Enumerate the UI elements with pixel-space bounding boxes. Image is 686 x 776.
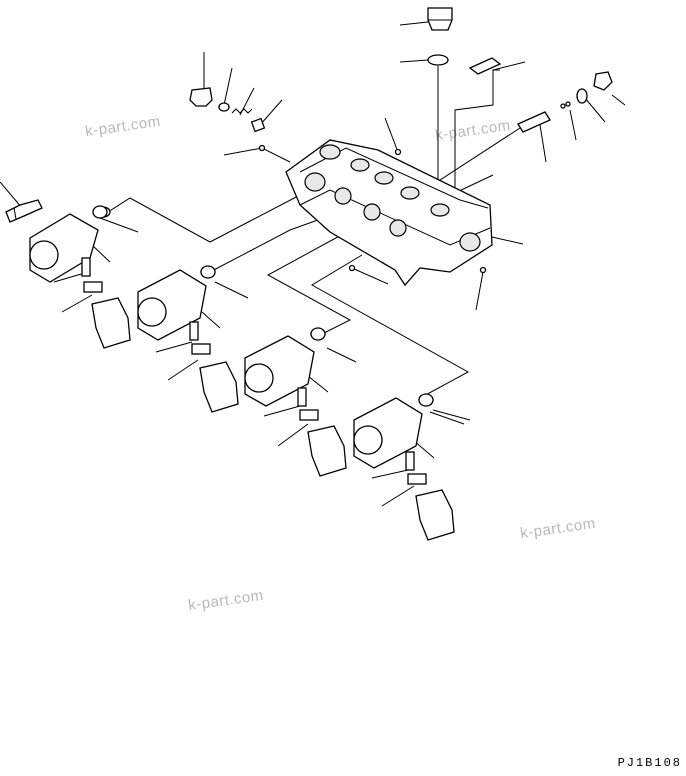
drawing-code: PJ1B108 [617,756,682,770]
plug-top [427,7,453,31]
o-ring-4 [418,393,434,407]
bolt-left [5,199,43,223]
solenoid-valve-4 [353,394,455,541]
o-ring-1 [92,205,108,219]
o-ring-top [427,54,449,66]
valve-body [285,139,493,287]
relief-valve [517,71,613,133]
solenoid-valve-2 [137,266,239,413]
o-ring-2 [200,265,216,279]
solenoid-valve-3 [244,328,347,477]
plate-clip [468,57,502,75]
o-ring-3 [310,327,326,341]
solenoid-valve-1 [29,206,131,349]
breather-plug [189,87,266,152]
